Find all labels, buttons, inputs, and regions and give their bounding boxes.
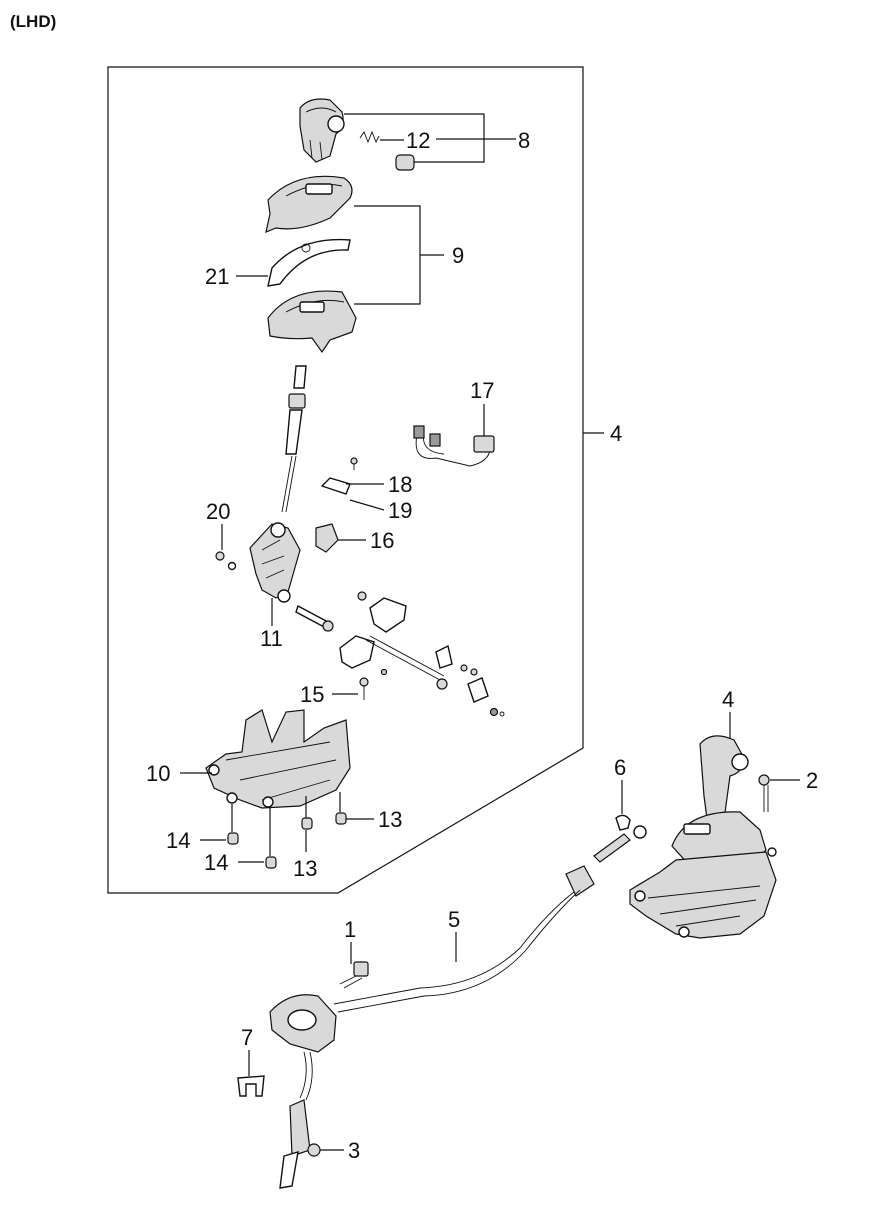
bolt-short-part[interactable] xyxy=(359,677,369,700)
shift-lever-bracket-part[interactable] xyxy=(249,522,301,603)
knob-spring-part[interactable] xyxy=(359,130,380,144)
callout-8[interactable]: 8 xyxy=(518,128,530,153)
callout-11[interactable]: 11 xyxy=(260,626,283,651)
callout-20[interactable]: 20 xyxy=(206,499,230,524)
callout-3[interactable]: 3 xyxy=(348,1138,360,1163)
callout-1[interactable]: 1 xyxy=(344,917,356,942)
shift-knob-part[interactable] xyxy=(299,98,345,163)
grommet-14b-part[interactable] xyxy=(265,856,277,869)
shifter-assembly-part[interactable] xyxy=(629,735,777,939)
callout-14b[interactable]: 14 xyxy=(204,850,228,875)
callout-21[interactable]: 21 xyxy=(205,264,229,289)
pivot-pin-part[interactable] xyxy=(295,604,334,632)
callout-13b[interactable]: 13 xyxy=(293,856,317,881)
callout-16[interactable]: 16 xyxy=(370,528,394,553)
screw-small-part[interactable] xyxy=(350,457,358,470)
callout-17[interactable]: 17 xyxy=(470,378,494,403)
callout-18[interactable]: 18 xyxy=(388,472,412,497)
nut-small-part[interactable] xyxy=(215,551,237,571)
detent-spring-part[interactable] xyxy=(320,477,351,495)
indicator-cover-upper-part[interactable] xyxy=(265,175,353,233)
callout-12[interactable]: 12 xyxy=(406,128,430,153)
callout-9[interactable]: 9 xyxy=(452,243,464,268)
assembly-boundary-frame xyxy=(107,66,584,894)
callout-8-bracket xyxy=(344,113,485,163)
nut-3-part[interactable] xyxy=(307,1143,321,1157)
grommet-13b-part[interactable] xyxy=(301,817,313,830)
grommet-13a-part[interactable] xyxy=(335,812,347,825)
callout-5[interactable]: 5 xyxy=(448,907,460,932)
callout-19-leader xyxy=(349,499,385,511)
stopper-block-part[interactable] xyxy=(315,523,339,553)
callout-9-bracket xyxy=(354,205,421,305)
indicator-slide-plate-part[interactable] xyxy=(267,238,351,287)
shifter-base-bracket-part[interactable] xyxy=(205,709,351,809)
callout-7[interactable]: 7 xyxy=(241,1025,253,1050)
callout-15[interactable]: 15 xyxy=(300,682,324,707)
callout-10[interactable]: 10 xyxy=(146,761,170,786)
knob-button-cap-part[interactable] xyxy=(395,154,415,171)
callout-4b[interactable]: 4 xyxy=(722,687,734,712)
callout-13a[interactable]: 13 xyxy=(378,807,402,832)
cable-clip-part[interactable] xyxy=(237,1075,265,1097)
callout-4a[interactable]: 4 xyxy=(610,421,622,446)
indicator-cover-lower-part[interactable] xyxy=(267,290,357,354)
variant-label: (LHD) xyxy=(10,12,56,31)
shift-lever-shaft-part[interactable] xyxy=(281,365,307,513)
bolt-1-part[interactable] xyxy=(339,961,369,989)
callout-19[interactable]: 19 xyxy=(388,498,412,523)
wiring-harness-part[interactable] xyxy=(413,425,495,467)
shift-cable-part[interactable] xyxy=(269,825,647,1189)
bolt-2-part[interactable] xyxy=(758,774,770,812)
retaining-clip-part[interactable] xyxy=(615,814,631,831)
callout-14a[interactable]: 14 xyxy=(166,828,190,853)
grommet-14a-part[interactable] xyxy=(227,832,239,845)
linkage-bracket-part[interactable] xyxy=(339,591,505,717)
callout-2[interactable]: 2 xyxy=(806,768,818,793)
callout-6[interactable]: 6 xyxy=(614,755,626,780)
